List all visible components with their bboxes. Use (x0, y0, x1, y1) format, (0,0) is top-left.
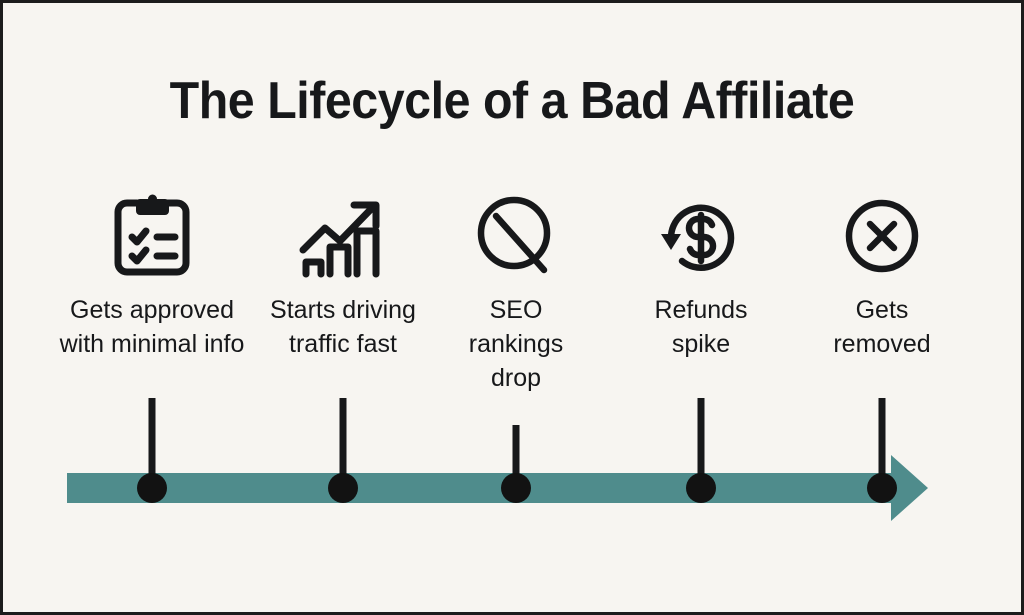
stage-3-label: SEO rankings drop (468, 296, 564, 392)
stage-5-label: Gets removed (833, 296, 931, 358)
clipboard-checklist-icon (37, 193, 267, 279)
timeline-marker-3 (501, 425, 531, 503)
stage-4-label: Refunds spike (654, 296, 748, 358)
marker-dot (328, 473, 358, 503)
marker-dot (501, 473, 531, 503)
timeline-marker-1 (137, 398, 167, 503)
refund-dollar-arrow-icon (616, 193, 786, 279)
stage-1-label: Gets approved with minimal info (59, 296, 245, 358)
stage-2-label: Starts driving traffic fast (270, 296, 416, 358)
marker-dot (137, 473, 167, 503)
timeline-bar (67, 473, 893, 503)
timeline-marker-5 (867, 398, 897, 503)
stage-5: Gets removed (797, 193, 967, 361)
stage-1: Gets approved with minimal info (37, 193, 267, 361)
page-title: The Lifecycle of a Bad Affiliate (169, 72, 855, 130)
circle-x-remove-icon (797, 193, 967, 279)
bar-chart-trending-up-icon (243, 193, 443, 279)
timeline-arrowhead (891, 455, 928, 521)
timeline-marker-2 (328, 398, 358, 503)
marker-dot (686, 473, 716, 503)
stage-2: Starts driving traffic fast (243, 193, 443, 361)
circle-slash-prohibited-icon (441, 193, 591, 279)
marker-dot (867, 473, 897, 503)
stage-3: SEO rankings drop (441, 193, 591, 395)
stage-4: Refunds spike (616, 193, 786, 361)
timeline-marker-4 (686, 398, 716, 503)
stage-list: Gets approved with minimal info Starts d… (3, 193, 1021, 413)
